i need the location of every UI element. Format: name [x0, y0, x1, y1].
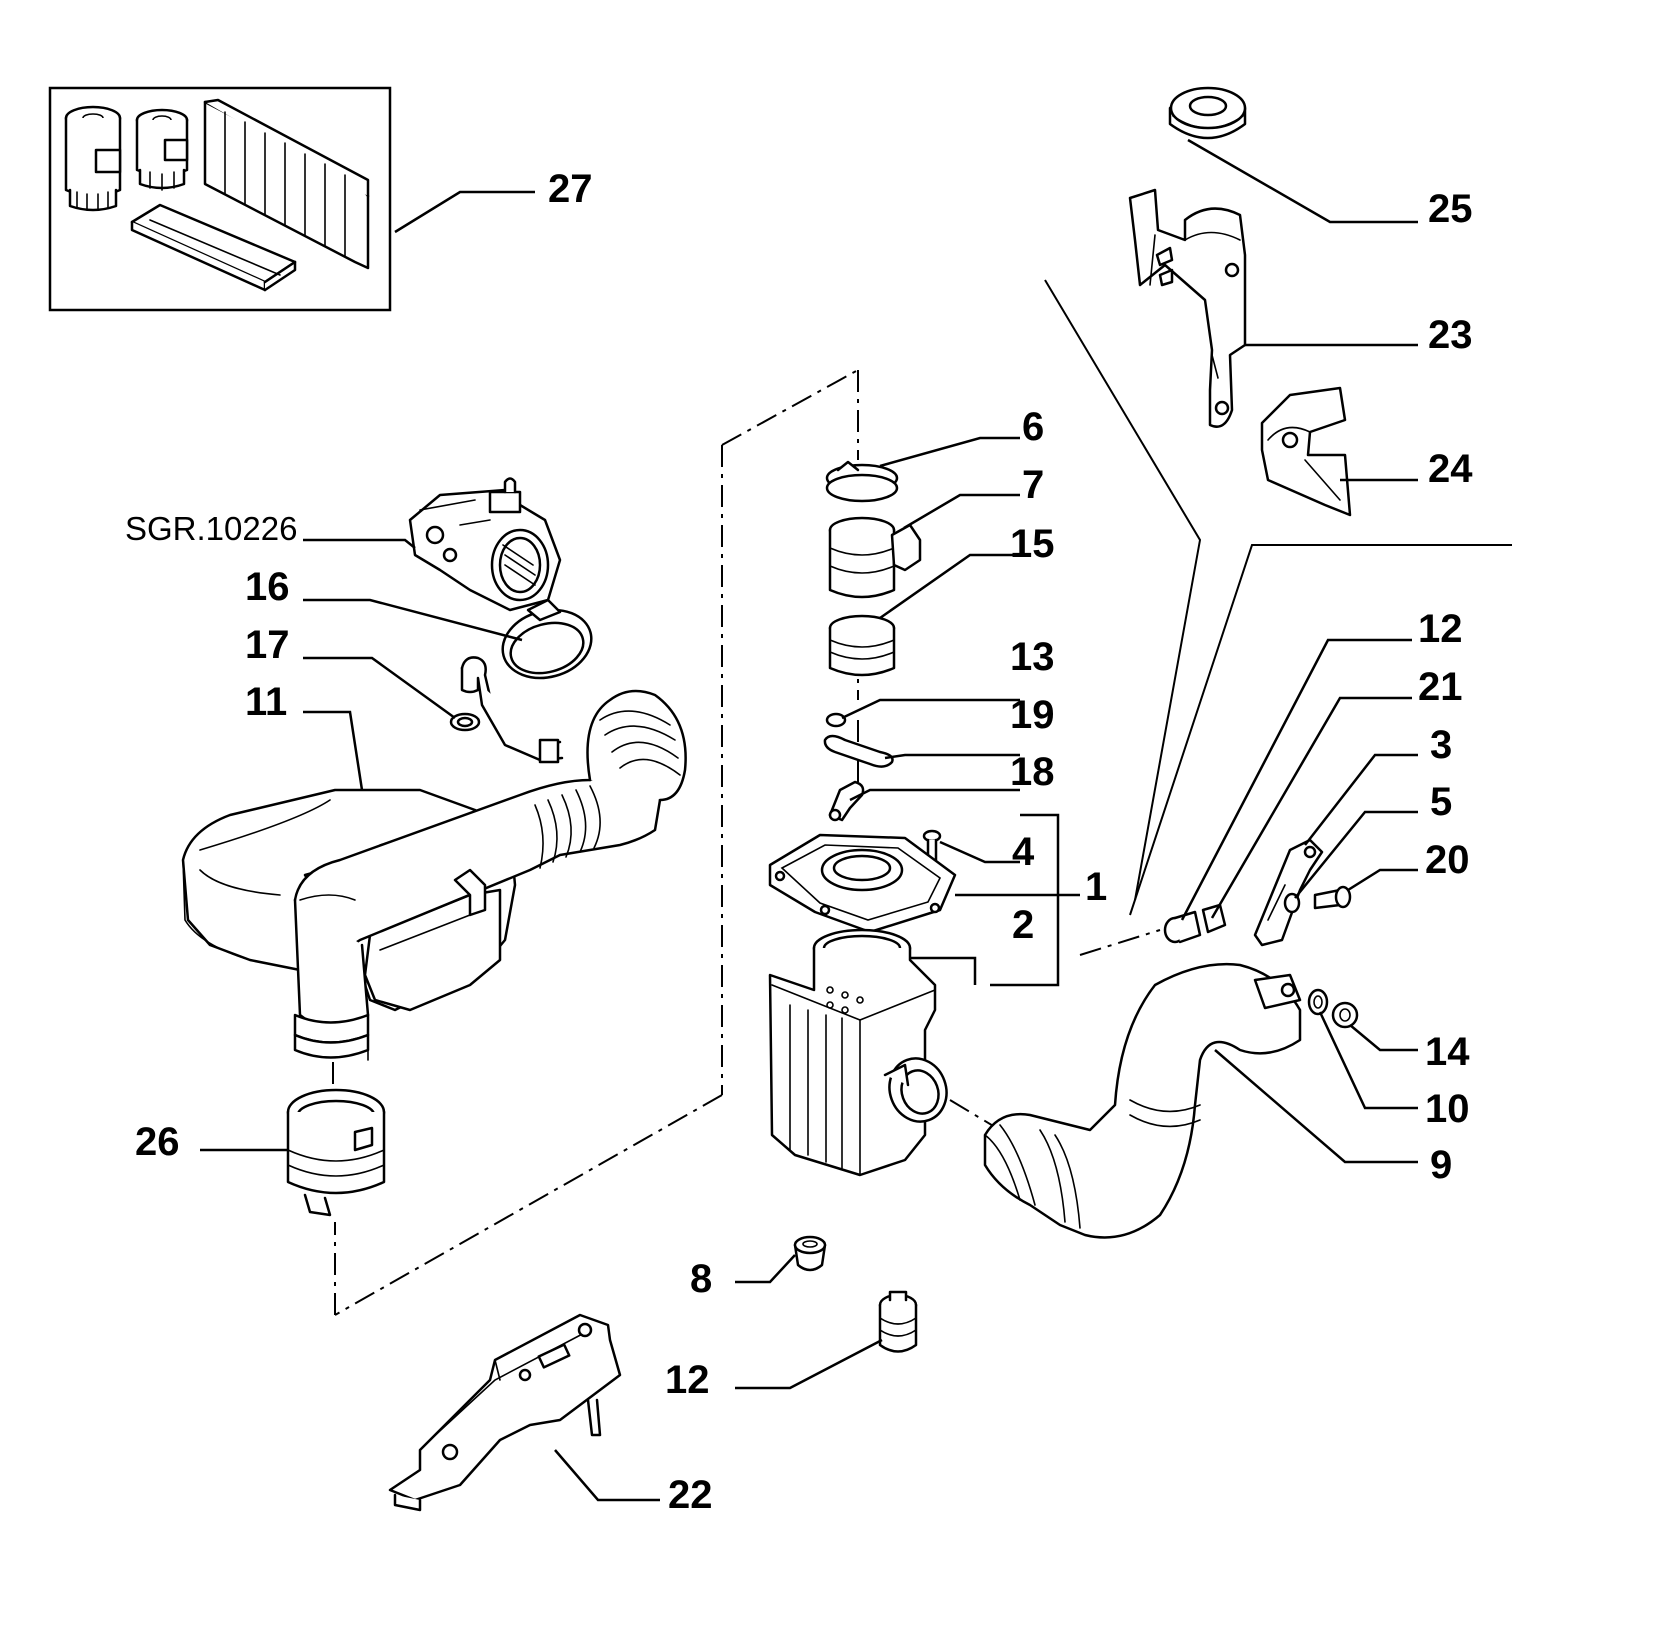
label-23: 23: [1428, 313, 1473, 357]
intake-duct-part-9: [983, 962, 1302, 1239]
filter-kit-inset: [48, 86, 392, 312]
washer-part-5: [1283, 892, 1301, 914]
label-10: 10: [1425, 1087, 1470, 1131]
label-13: 13: [1010, 635, 1055, 679]
air-filter-panel-icon: [203, 98, 370, 270]
lower-bracket-part-22: [388, 1313, 622, 1512]
nut-part-13: [825, 712, 847, 728]
sleeve-part-15: [828, 614, 896, 677]
bracket-part-23: [1128, 188, 1247, 428]
label-12-lower: 12: [665, 1358, 710, 1402]
rubber-mount-part-12-lower: [878, 1290, 918, 1353]
clamp-part-6: [825, 460, 899, 503]
label-24: 24: [1428, 447, 1473, 491]
part-labels: 27 25 23 24 6 7 15 13 19 18 4 1 2 SGR.10…: [125, 167, 1473, 1517]
label-3: 3: [1430, 723, 1452, 767]
bolt-part-20: [1313, 885, 1352, 910]
label-20: 20: [1425, 838, 1470, 882]
leader-lines: [200, 138, 1418, 1502]
grommet-part-8: [793, 1235, 827, 1272]
nut-part-14: [1331, 1001, 1359, 1029]
label-17: 17: [245, 623, 290, 667]
label-21: 21: [1418, 665, 1463, 709]
oil-filter-icon: [64, 105, 122, 212]
label-6: 6: [1022, 405, 1044, 449]
label-25: 25: [1428, 187, 1473, 231]
coupling-part-26: [286, 1088, 386, 1217]
bracket-part-18: [828, 780, 865, 822]
label-12-upper: 12: [1418, 607, 1463, 651]
label-1: 1: [1085, 865, 1107, 909]
filter-housing-part-2: [768, 928, 948, 1177]
oil-filter-short-icon: [135, 108, 189, 191]
label-27: 27: [548, 167, 593, 211]
washer-part-10: [1307, 988, 1329, 1016]
label-22: 22: [668, 1473, 713, 1517]
cabin-filter-icon: [130, 203, 297, 292]
label-15: 15: [1010, 522, 1055, 566]
throttle-body: [408, 477, 562, 612]
label-19: 19: [1010, 693, 1055, 737]
label-11: 11: [245, 680, 287, 724]
bushing-part-21: [1201, 903, 1227, 934]
hose-clamp-part-16: [501, 598, 593, 680]
clamp-bracket-part-24: [1260, 386, 1352, 517]
bracket-part-3: [1253, 838, 1324, 947]
label-16: 16: [245, 565, 290, 609]
reference-label: SGR.10226: [125, 510, 297, 547]
label-18: 18: [1010, 750, 1055, 794]
grommet-part-25: [1168, 86, 1247, 140]
label-26: 26: [135, 1120, 180, 1164]
maf-sensor-part-7: [828, 516, 922, 599]
airbox-cover-part-11: [181, 689, 687, 1061]
label-9: 9: [1430, 1143, 1452, 1187]
connector-lines: [1044, 279, 1512, 916]
label-4: 4: [1012, 830, 1035, 874]
airbox-lid-part-1: [768, 833, 957, 934]
label-5: 5: [1430, 780, 1452, 824]
breather-hose-part-17: [449, 656, 564, 764]
label-8: 8: [690, 1257, 712, 1301]
label-2: 2: [1012, 903, 1034, 947]
grommet-part-12-upper: [1163, 910, 1202, 944]
bracket-part-19: [823, 734, 894, 768]
label-7: 7: [1022, 463, 1044, 507]
label-14: 14: [1425, 1030, 1470, 1074]
